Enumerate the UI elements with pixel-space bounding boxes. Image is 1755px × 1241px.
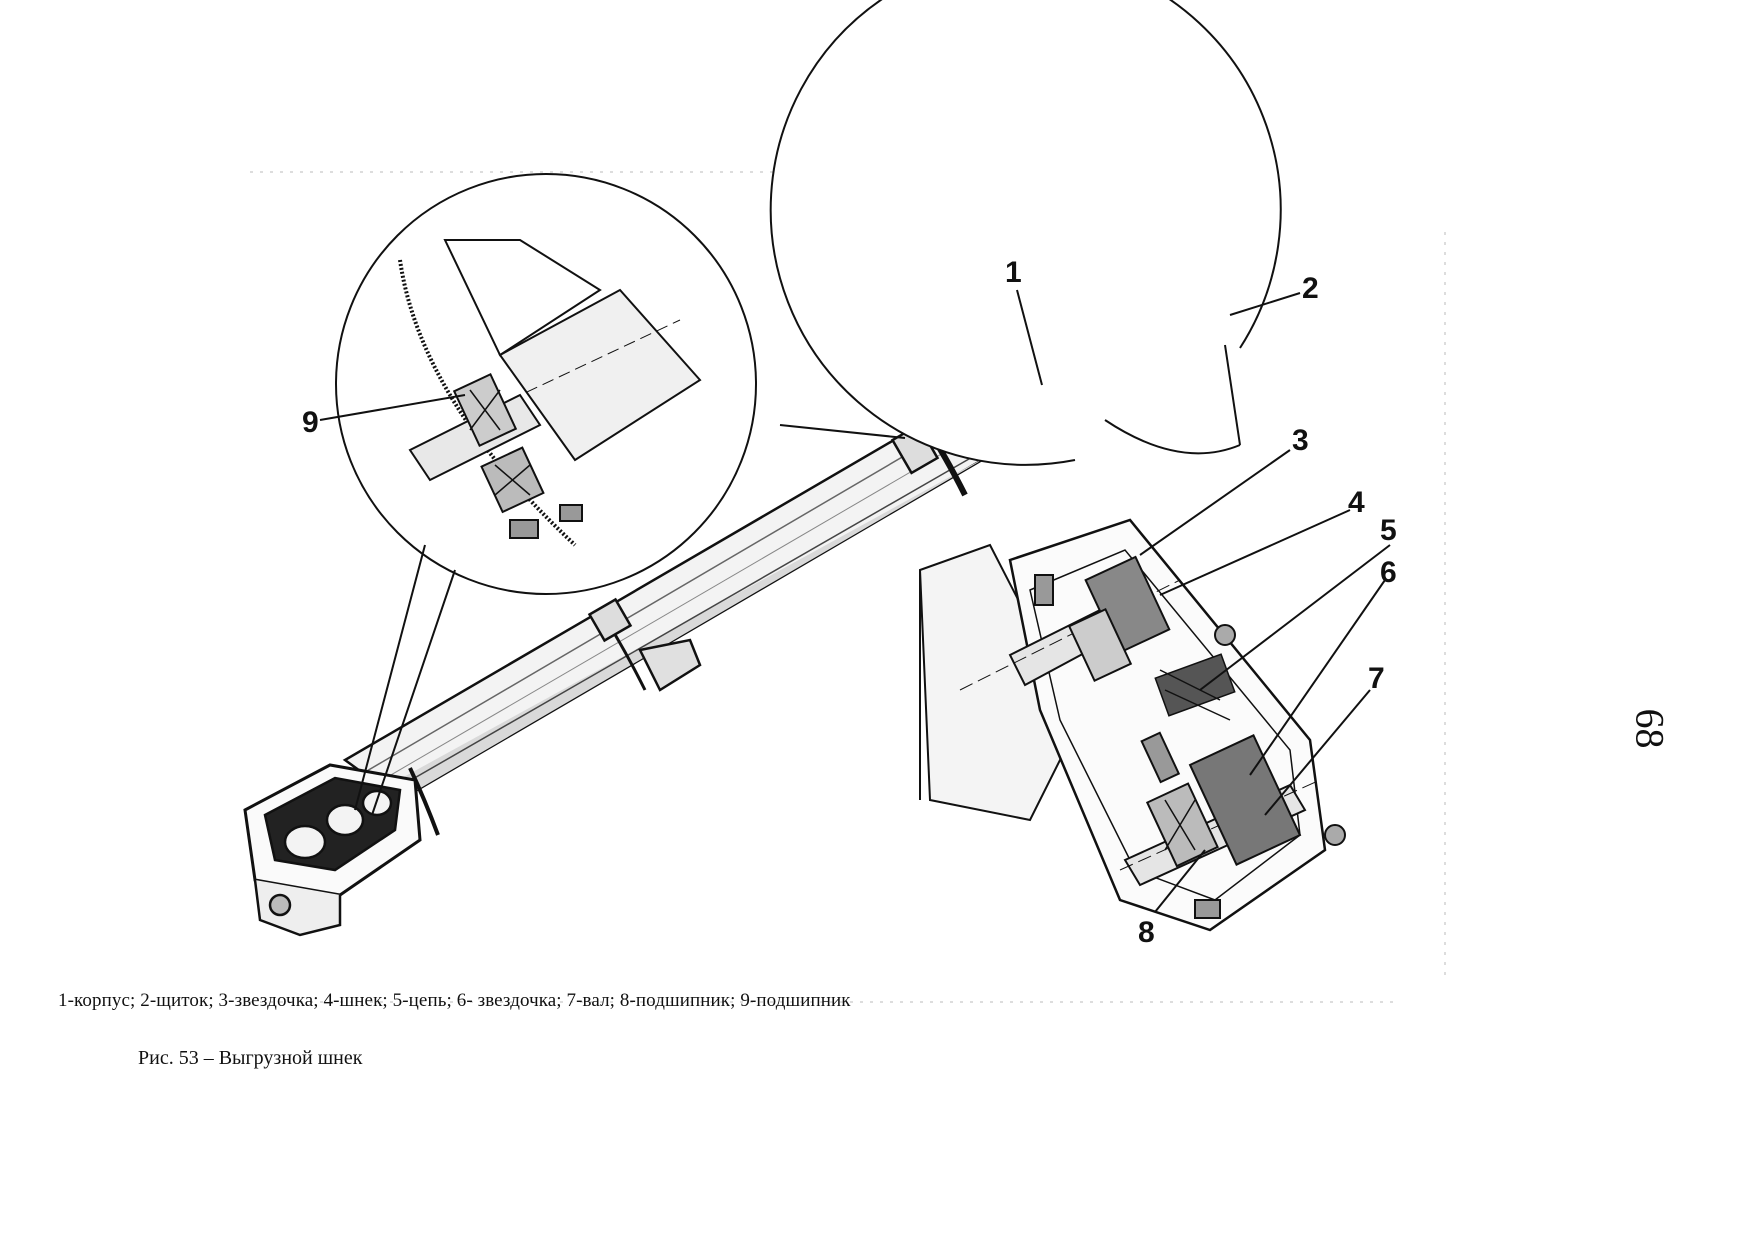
figure-title: Рис. 53 – Выгрузной шнек	[138, 1047, 363, 1069]
callout-3: 3	[1292, 424, 1309, 457]
detail-circle-left	[335, 173, 757, 816]
callout-8: 8	[1138, 916, 1155, 949]
callout-2: 2	[1302, 272, 1319, 305]
callout-leaders	[319, 289, 1391, 913]
callout-9: 9	[302, 406, 319, 439]
callout-1: 1	[1005, 256, 1022, 289]
callout-labels: 1 2 3 4 5 6 7 8 9	[302, 256, 1397, 949]
callout-6: 6	[1380, 556, 1397, 589]
scan-border	[250, 171, 1446, 1003]
callout-5: 5	[1380, 514, 1397, 547]
figure-legend: 1-корпус; 2-щиток; 3-звездочка; 4-шнек; …	[58, 990, 851, 1011]
callout-7: 7	[1368, 662, 1385, 695]
page-number: 68	[1627, 708, 1673, 749]
callout-4: 4	[1348, 486, 1365, 519]
detail-circle-right	[769, 0, 1346, 932]
